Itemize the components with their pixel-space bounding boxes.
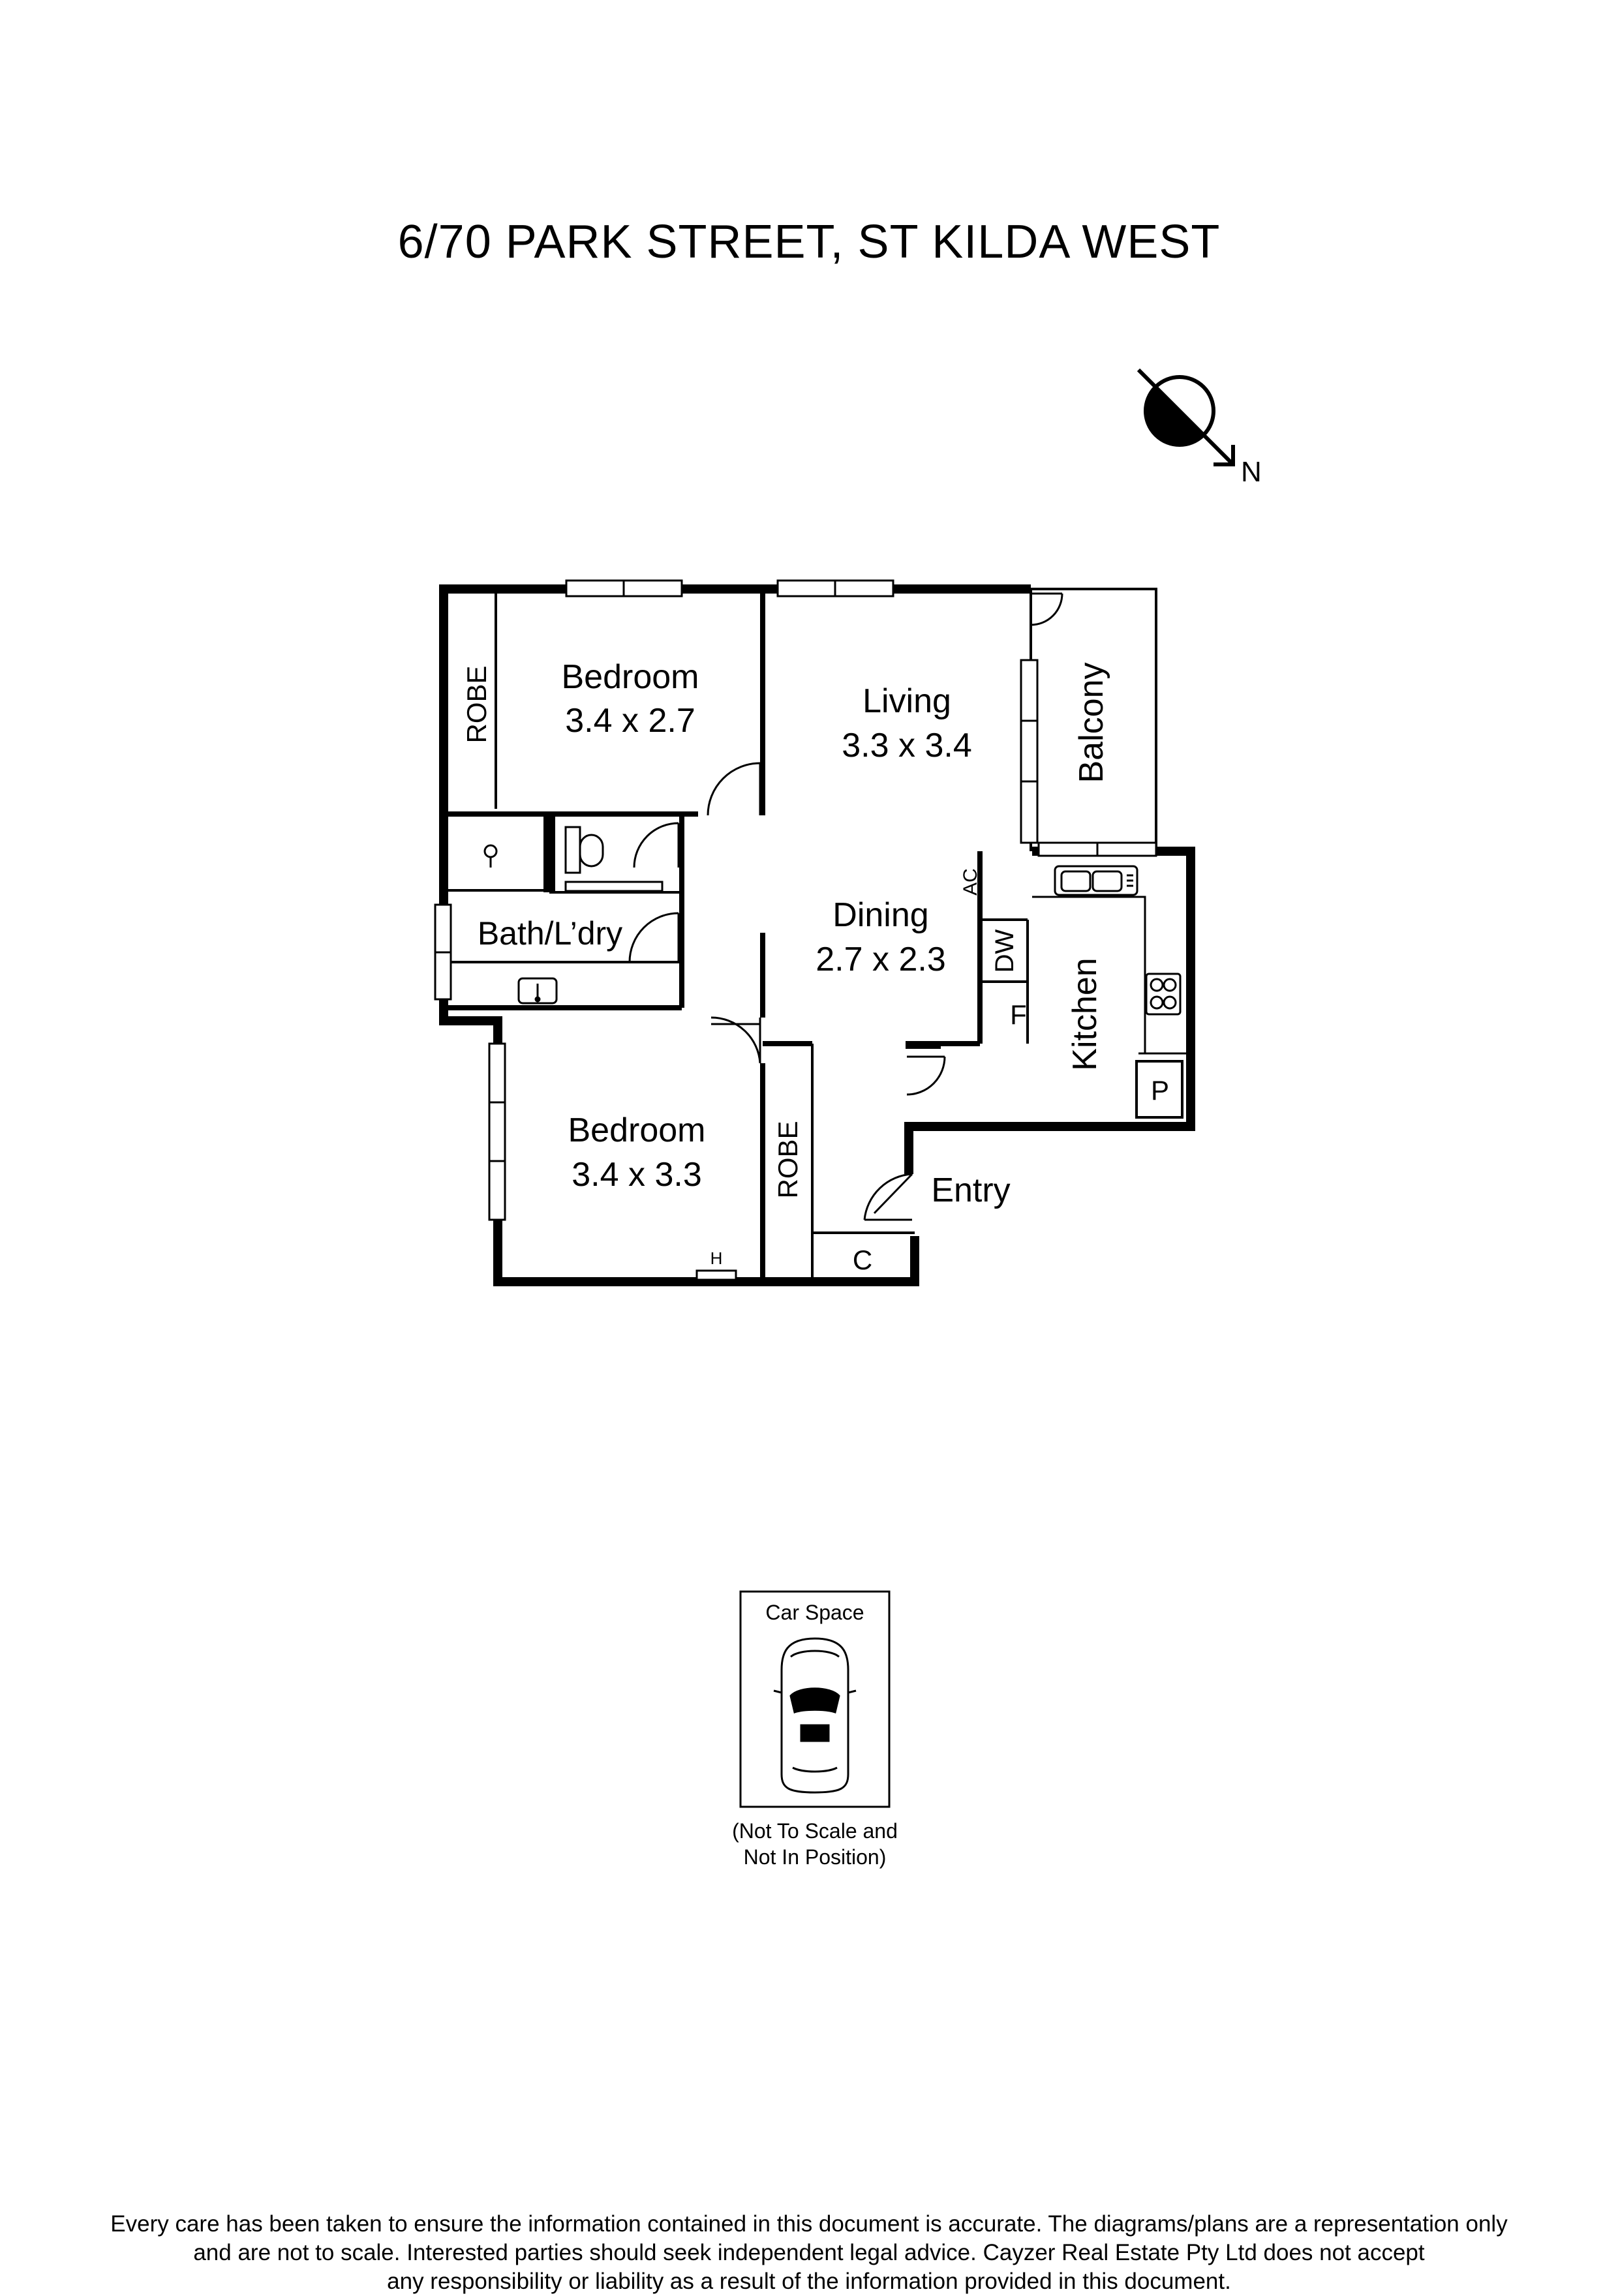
ac-label: AC — [960, 868, 981, 896]
heater-icon — [695, 1269, 737, 1281]
dining-dims: 2.7 x 2.3 — [816, 941, 945, 978]
doors — [628, 592, 1063, 1221]
toilet-icon — [564, 826, 604, 874]
living-name: Living — [862, 682, 951, 720]
disclaimer: Every care has been taken to ensure the … — [39, 2210, 1579, 2296]
pantry-label: P — [1151, 1075, 1169, 1106]
heater-label: H — [710, 1248, 723, 1268]
basin-icon — [517, 977, 558, 1004]
car-space-label: Car Space — [765, 1601, 864, 1624]
bedroom2-name: Bedroom — [568, 1111, 706, 1149]
bath-name: Bath/L’dry — [478, 915, 622, 952]
north-label: N — [1241, 456, 1262, 488]
disclaimer-line2: and are not to scale. Interested parties… — [193, 2240, 1425, 2265]
interior-walls — [444, 589, 1191, 1282]
entry-name: Entry — [931, 1171, 1010, 1209]
car-space-note-line2: Not In Position) — [744, 1845, 887, 1869]
balcony-name: Balcony — [1073, 663, 1110, 783]
cupboard-label: C — [853, 1245, 872, 1275]
robe1-label: ROBE — [461, 665, 492, 743]
page-title: 6/70 PARK STREET, ST KILDA WEST — [397, 216, 1221, 268]
bedroom1-name: Bedroom — [562, 658, 699, 696]
bedroom2-dims: 3.4 x 3.3 — [572, 1156, 701, 1194]
living-dims: 3.3 x 3.4 — [842, 727, 971, 764]
north-arrow-icon — [1137, 368, 1235, 466]
disclaimer-line3: any responsibility or liability as a res… — [387, 2269, 1231, 2294]
shower-drain-icon — [483, 844, 498, 868]
robe2-label: ROBE — [772, 1121, 803, 1198]
windows — [434, 579, 1157, 1221]
kitchen-sink-icon — [1054, 865, 1138, 896]
car-icon — [773, 1637, 857, 1794]
dining-name: Dining — [832, 896, 928, 934]
bedroom1-dims: 3.4 x 2.7 — [565, 702, 695, 740]
kitchen-name: Kitchen — [1066, 958, 1104, 1070]
dishwasher-label: DW — [990, 929, 1019, 973]
cooktop-icon — [1145, 973, 1182, 1016]
car-space-note-line1: (Not To Scale and — [732, 1819, 898, 1843]
disclaimer-line1: Every care has been taken to ensure the … — [110, 2211, 1508, 2237]
fridge-label: F — [1010, 999, 1027, 1030]
car-space-box — [739, 1590, 891, 1808]
